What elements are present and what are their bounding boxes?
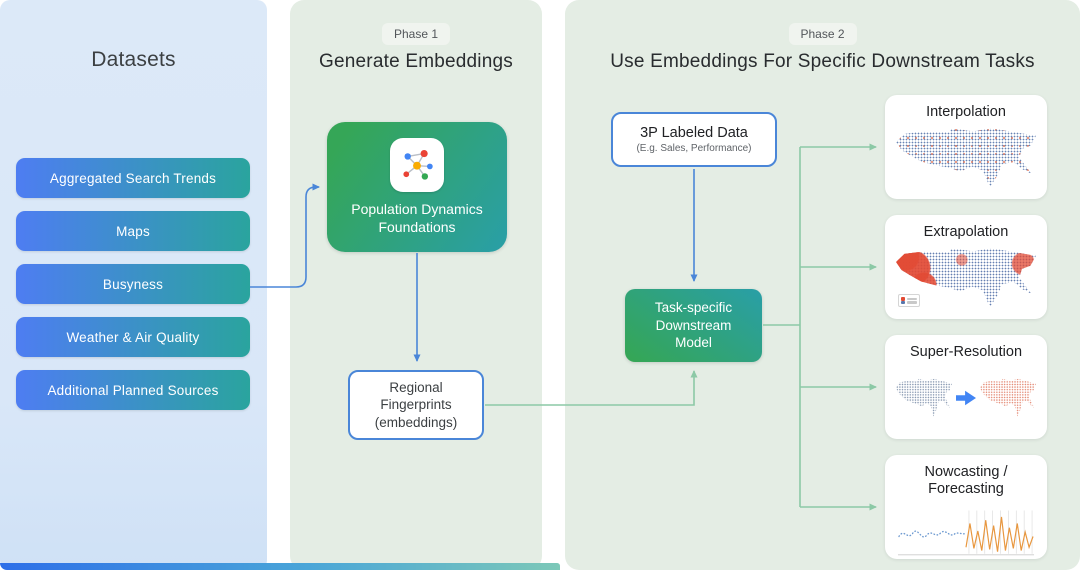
task-title-interpolation: Interpolation bbox=[926, 104, 1006, 120]
super-resolution-image bbox=[896, 366, 1036, 429]
us-dot-map bbox=[896, 128, 1036, 188]
labeled-data-title: 3P Labeled Data bbox=[640, 125, 748, 141]
dataset-pill-list: Aggregated Search Trends Maps Busyness W… bbox=[16, 158, 250, 410]
task-specific-model-box: Task-specific Downstream Model bbox=[625, 289, 762, 362]
legend-swatch-blue bbox=[901, 300, 905, 304]
dataset-pill-aggregated-search-trends: Aggregated Search Trends bbox=[16, 158, 250, 198]
datasets-title: Datasets bbox=[91, 48, 176, 71]
high-res-map bbox=[980, 378, 1036, 418]
datasets-panel: Datasets Aggregated Search Trends Maps B… bbox=[0, 0, 267, 570]
labeled-data-box: 3P Labeled Data (E.g. Sales, Performance… bbox=[611, 112, 777, 167]
legend-label-bar bbox=[906, 297, 917, 300]
low-res-map bbox=[896, 378, 952, 418]
interpolation-map-image bbox=[896, 126, 1036, 189]
phase2-badge: Phase 2 bbox=[788, 23, 857, 45]
embedding-network-icon bbox=[390, 138, 444, 192]
task-card-extrapolation: Extrapolation bbox=[885, 215, 1047, 319]
dataset-pill-additional-planned-sources: Additional Planned Sources bbox=[16, 370, 250, 410]
task-title-nowcasting-forecasting: Nowcasting / Forecasting bbox=[924, 464, 1008, 498]
population-dynamics-label: Population Dynamics Foundations bbox=[351, 201, 483, 235]
time-series-chart bbox=[897, 510, 1035, 556]
task-card-super-resolution: Super-Resolution bbox=[885, 335, 1047, 439]
phase2-title: Use Embeddings For Specific Downstream T… bbox=[610, 51, 1035, 72]
legend-swatch-red bbox=[901, 297, 905, 301]
phase1-title: Generate Embeddings bbox=[319, 51, 513, 72]
task-title-super-resolution: Super-Resolution bbox=[909, 344, 1023, 360]
bottom-accent-bar bbox=[0, 563, 560, 570]
dataset-pill-maps: Maps bbox=[16, 211, 250, 251]
super-resolution-arrow-icon bbox=[956, 390, 976, 405]
dataset-pill-busyness: Busyness bbox=[16, 264, 250, 304]
phase1-panel: Phase 1 Generate Embeddings bbox=[290, 0, 542, 570]
task-card-interpolation: Interpolation bbox=[885, 95, 1047, 199]
task-title-extrapolation: Extrapolation bbox=[923, 224, 1009, 240]
task-card-nowcasting-forecasting: Nowcasting / Forecasting bbox=[885, 455, 1047, 559]
nowcasting-chart-image bbox=[896, 504, 1036, 560]
map-legend bbox=[898, 294, 920, 307]
population-dynamics-model-box: Population Dynamics Foundations bbox=[327, 122, 507, 252]
phase1-badge: Phase 1 bbox=[381, 23, 451, 45]
extrapolation-map-image bbox=[896, 246, 1036, 309]
regional-fingerprints-box: Regional Fingerprints (embeddings) bbox=[348, 370, 484, 440]
dataset-pill-weather-air-quality: Weather & Air Quality bbox=[16, 317, 250, 357]
legend-label-bar bbox=[906, 301, 917, 304]
labeled-data-subtitle: (E.g. Sales, Performance) bbox=[636, 143, 752, 154]
